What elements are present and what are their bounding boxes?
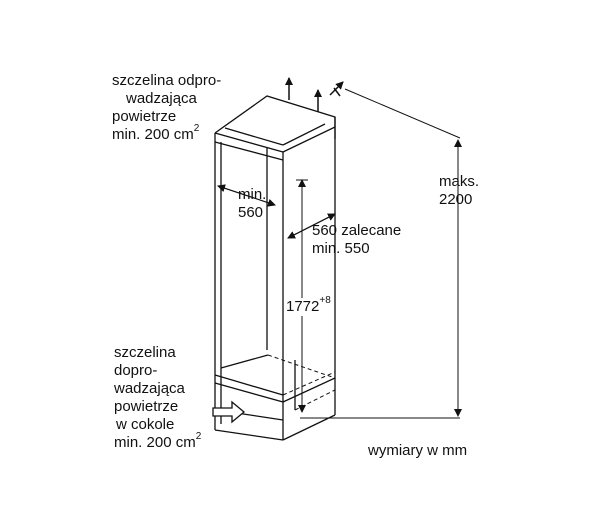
air-diag-cross (334, 88, 340, 96)
air-outlet-arrows (285, 77, 344, 112)
cabinet-top-front-edge-inner (215, 142, 283, 160)
plinth-back-edge (283, 378, 335, 402)
niche-height-label: 1772+8 (286, 295, 331, 316)
cabinet-top-shelf (225, 128, 283, 145)
air-diag-arrow (330, 81, 344, 95)
depth-dimension (217, 184, 276, 207)
width-recommended-label: 560 zalecane min. 550 (312, 222, 402, 257)
cabinet-side-top (283, 127, 335, 152)
bottom-slot-label: szczelina dopro- wadzająca powietrze w c… (114, 344, 202, 451)
air-inlet-arrow (213, 402, 244, 422)
niche-height-dimension (296, 179, 308, 413)
plinth-top-front (215, 375, 283, 395)
max-height-dimension (300, 89, 462, 418)
plinth-bottom-side (283, 415, 335, 440)
cabinet-top-front-edge (215, 133, 283, 152)
top-slot-label: szczelina odpro- wadzająca powietrze min… (112, 72, 222, 143)
cabinet-outline (215, 96, 335, 440)
cabinet-top-shelf-back (283, 124, 325, 145)
units-label: wymiary w mm (368, 442, 468, 459)
plinth-bottom-front (215, 430, 283, 440)
plinth-mid (215, 383, 283, 402)
max-height-label: maks. 2200 (439, 173, 480, 208)
plinth-top-inner (221, 355, 268, 368)
cabinet-top-rim (215, 96, 335, 139)
width-dimension (287, 213, 336, 239)
depth-min-label: min. 560 (238, 186, 267, 221)
